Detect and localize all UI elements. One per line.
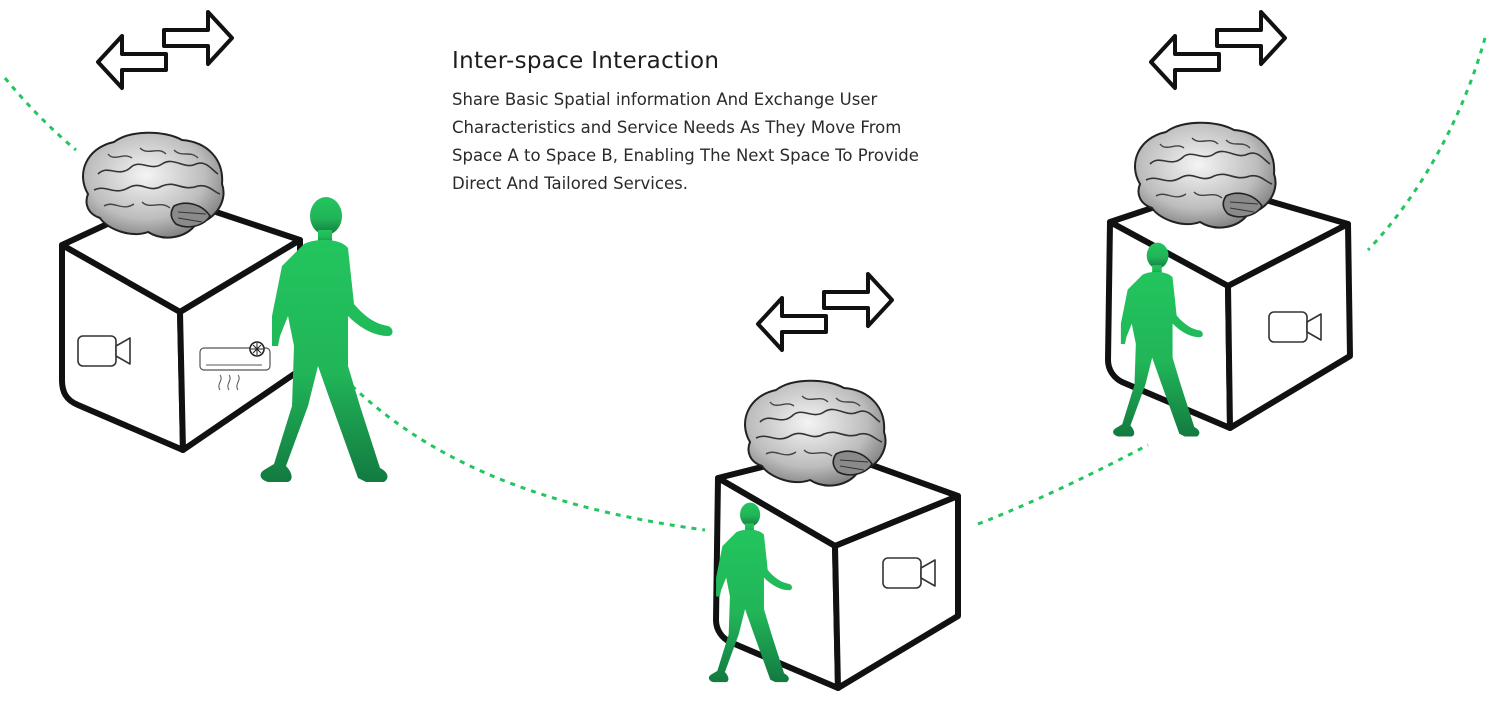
exchange-arrows-icon <box>96 10 234 90</box>
section-heading: Inter-space Interaction <box>452 48 720 74</box>
brain-icon <box>82 131 225 239</box>
description-text: Share Basic Spatial information And Exch… <box>452 86 992 198</box>
description-line: Characteristics and Service Needs As The… <box>452 118 902 137</box>
exchange-arrows-icon <box>1149 10 1287 90</box>
air-conditioner-icon <box>199 341 271 391</box>
brain-icon <box>1134 121 1277 229</box>
description-line: Share Basic Spatial information And Exch… <box>452 90 878 109</box>
dashed-connection-path <box>3 37 1487 532</box>
description-line: Direct And Tailored Services. <box>452 174 688 193</box>
description-line: Space A to Space B, Enabling The Next Sp… <box>452 146 919 165</box>
exchange-arrows-icon <box>756 272 894 352</box>
brain-icon <box>744 379 887 487</box>
